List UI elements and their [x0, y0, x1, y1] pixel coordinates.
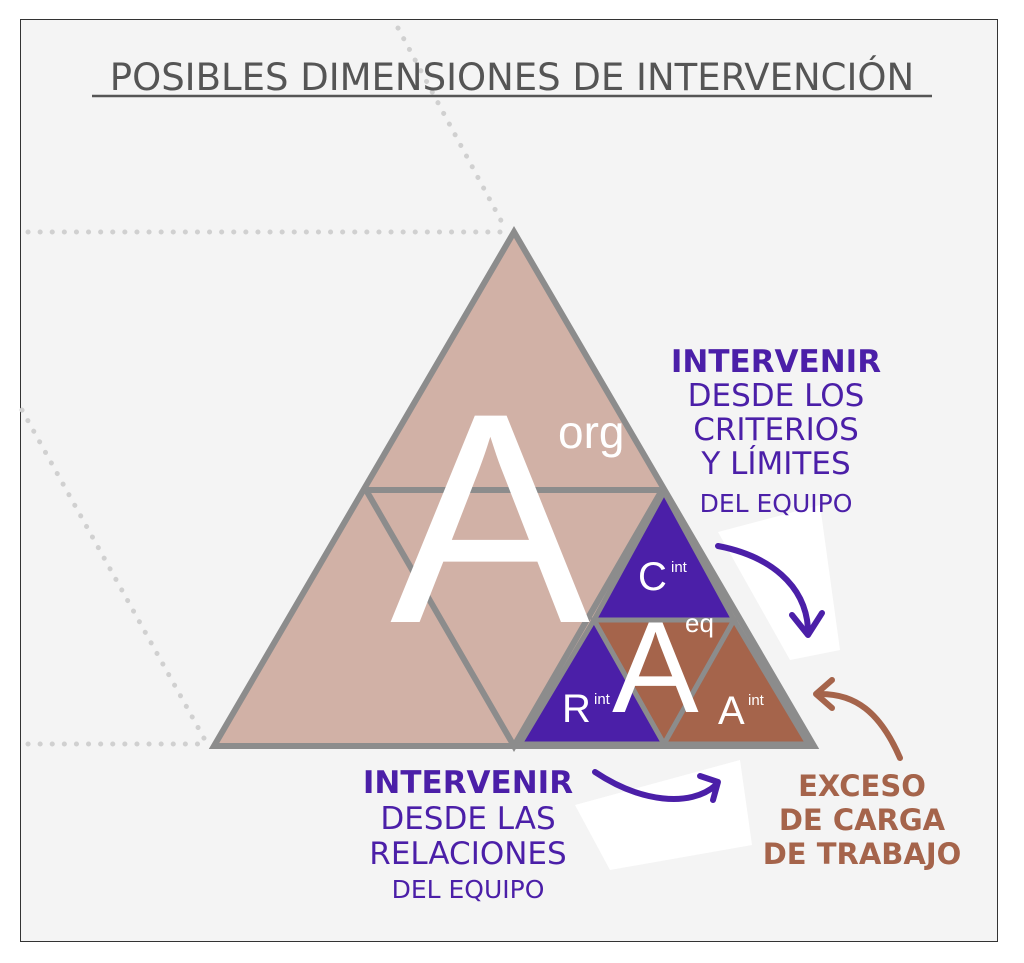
label-carga: EXCESO DE CARGA DE TRABAJO — [763, 769, 962, 871]
relaciones-line3: RELACIONES — [369, 836, 566, 872]
a-int-sup: int — [748, 692, 765, 709]
dotted-guide-top — [395, 25, 508, 231]
criterios-line5: DEL EQUIPO — [700, 489, 853, 518]
criterios-line3: CRITERIOS — [693, 412, 859, 448]
arrow-criterios-shaft — [715, 543, 811, 631]
arrow-relaciones — [592, 769, 721, 803]
arrow-carga-head — [813, 677, 835, 711]
triangle-a-int — [659, 615, 813, 747]
arrow-relaciones-shaft — [592, 769, 719, 803]
arrow-criterios — [715, 543, 825, 638]
criterios-line1: INTERVENIR — [671, 344, 881, 380]
label-relaciones: INTERVENIR DESDE LAS RELACIONES DEL EQUI… — [363, 765, 573, 904]
inner-triangle-group — [515, 486, 813, 750]
c-int-letter: C — [638, 555, 667, 599]
criterios-line4: Y LÍMITES — [700, 446, 850, 482]
relaciones-line4: DEL EQUIPO — [392, 875, 545, 904]
a-org-sub: org — [558, 406, 624, 458]
inner-inverted-triangle — [363, 488, 665, 752]
page-title: POSIBLES DIMENSIONES DE INTERVENCIÓN — [110, 55, 914, 99]
relaciones-line2: DESDE LAS — [380, 801, 555, 837]
c-int-sup: int — [671, 559, 688, 576]
dotted-guide-left — [19, 407, 208, 743]
arrow-carga — [813, 677, 903, 761]
a-eq-letter: A — [612, 594, 699, 740]
arrow-relaciones-head — [697, 773, 721, 803]
triangle-r-int — [515, 615, 669, 747]
arrow-criterios-head — [789, 610, 825, 638]
a-int-letter: A — [718, 689, 745, 733]
criterios-line2: DESDE LOS — [688, 378, 865, 414]
dotted-guides — [19, 25, 508, 747]
a-eq-sub: eq — [685, 608, 714, 638]
r-int-letter: R — [562, 687, 591, 731]
arrow-carga-shaft — [815, 690, 903, 761]
carga-line3: DE TRABAJO — [763, 837, 962, 871]
carga-line1: EXCESO — [798, 769, 926, 803]
a-org-letter: A — [390, 350, 592, 686]
carga-line2: DE CARGA — [779, 803, 946, 837]
label-criterios: INTERVENIR DESDE LOS CRITERIOS Y LÍMITES… — [671, 344, 881, 518]
relaciones-line1: INTERVENIR — [363, 765, 573, 801]
r-int-sup: int — [594, 691, 611, 708]
